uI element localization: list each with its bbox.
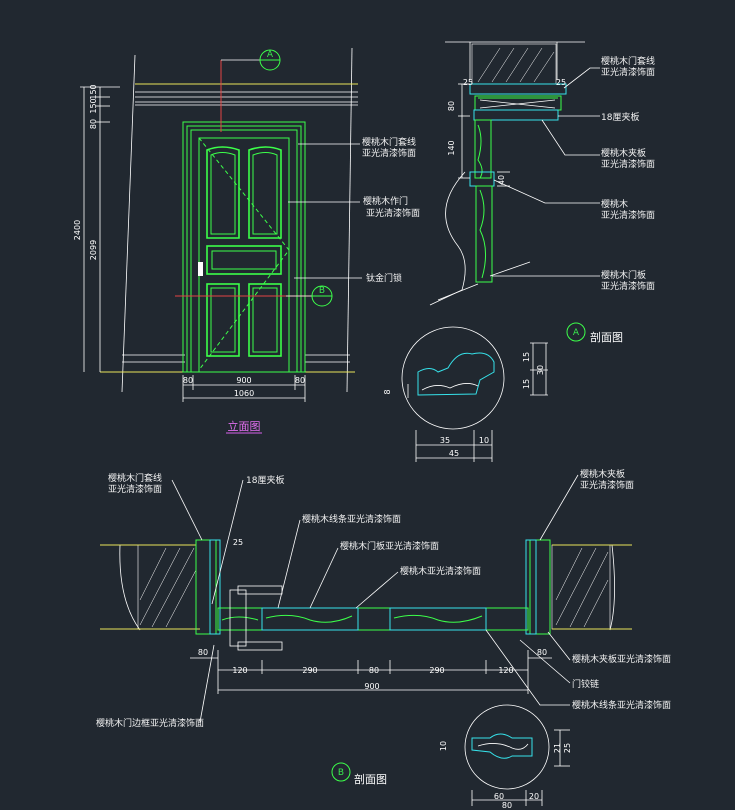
section-b-detail-dim-80: 80 (502, 801, 512, 810)
elevation-title: 立面图 (228, 419, 261, 433)
section-b-dim-120a: 120 (232, 666, 247, 675)
section-a-label-leaf-1: 樱桃木门板 (601, 269, 646, 281)
section-b-dim-290a: 290 (302, 666, 317, 675)
section-a-marker: A (573, 328, 580, 338)
dim-bottom-right: 80 (295, 376, 305, 385)
section-b-label-moulding: 樱桃木线条亚光清漆饰面 (302, 513, 401, 525)
section-b-label-veneer-2: 亚光清漆饰面 (580, 479, 634, 491)
elevation-label-frame-trim-2: 亚光清漆饰面 (362, 147, 416, 159)
elevation-label-door-1: 樱桃木作门 (363, 195, 408, 207)
section-b-dim-80-right: 80 (537, 648, 547, 657)
section-b-detail-dim-60: 60 (494, 792, 504, 801)
section-a-dim-80: 80 (447, 101, 456, 111)
elevation-label-lock: 钛金门锁 (366, 272, 402, 284)
section-b-label-veneer-right: 樱桃木夹板亚光清漆饰面 (572, 653, 671, 665)
section-b-label-hinge: 门铰链 (572, 678, 599, 690)
section-b-dim-80-left: 80 (198, 648, 208, 657)
section-b-label-plywood: 18厘夹板 (246, 474, 284, 486)
elevation-view: A B 樱桃木门套线 亚光清漆饰面 樱桃木作门 亚光清漆饰面 钛金门锁 2400… (73, 47, 420, 434)
section-b-dim-900: 900 (364, 682, 379, 691)
dim-height-door: 2099 (89, 240, 98, 260)
section-b-detail-dim-21: 21 (553, 743, 562, 753)
dim-bottom-mid: 900 (236, 376, 251, 385)
dim-top-a: 150 (89, 84, 98, 99)
section-b-view: 樱桃木门套线 亚光清漆饰面 18厘夹板 樱桃木线条亚光清漆饰面 樱桃木门板亚光清… (96, 468, 671, 810)
section-b-detail-dim-10: 10 (439, 741, 448, 751)
section-b-label-veneer-1: 樱桃木夹板 (580, 468, 625, 480)
section-a-detail-dim-8: 8 (383, 389, 392, 394)
dim-bottom-left: 80 (183, 376, 193, 385)
elevation-marker-b: B (319, 286, 325, 296)
dim-top-b: 150 (89, 98, 98, 113)
section-a-detail-dim-35: 35 (440, 436, 450, 445)
dim-height-total: 2400 (73, 220, 82, 240)
section-a-detail-dim-30: 30 (536, 365, 545, 375)
section-a-label-leaf-2: 亚光清漆饰面 (601, 280, 655, 292)
elevation-marker-a: A (267, 50, 274, 60)
section-b-dim-290b: 290 (429, 666, 444, 675)
section-b-label-moulding-right: 樱桃木线条亚光清漆饰面 (572, 699, 671, 711)
dim-bottom-total: 1060 (234, 389, 254, 398)
dim-top-c: 80 (89, 119, 98, 129)
elevation-label-door-2: 亚光清漆饰面 (366, 207, 420, 219)
section-b-title: 剖面图 (354, 772, 387, 786)
section-a-label-cherry-1: 樱桃木 (601, 198, 628, 210)
section-a-detail-dim-45: 45 (449, 449, 459, 458)
section-a-dim-left-25: 25 (463, 78, 473, 87)
section-a-dim-140: 140 (447, 140, 456, 155)
section-a-detail-dim-10: 10 (479, 436, 489, 445)
section-b-detail-dim-20: 20 (529, 792, 539, 801)
section-a-label-trim-1: 樱桃木门套线 (601, 55, 655, 67)
section-b-label-trim-2: 亚光清漆饰面 (108, 483, 162, 495)
section-b-detail-dim-25: 25 (563, 743, 572, 753)
section-a-dim-40: 40 (497, 175, 506, 185)
section-b-dim-25: 25 (233, 538, 243, 547)
section-a-label-trim-2: 亚光清漆饰面 (601, 66, 655, 78)
section-b-label-trim-1: 樱桃木门套线 (108, 472, 162, 484)
section-a-detail-dim-15b: 15 (522, 379, 531, 389)
section-a-label-veneer-1: 樱桃木夹板 (601, 147, 646, 159)
section-a-label-plywood: 18厘夹板 (601, 111, 639, 123)
section-b-label-panel: 樱桃木门板亚光清漆饰面 (340, 540, 439, 552)
section-b-label-edge: 樱桃木门边框亚光清漆饰面 (96, 717, 204, 729)
section-a-label-cherry-2: 亚光清漆饰面 (601, 209, 655, 221)
section-a-dim-right-25: 25 (556, 78, 566, 87)
section-a-view: 80 140 40 25 25 樱桃木门套线 亚光清漆饰面 18厘夹板 樱桃木夹… (383, 41, 655, 462)
section-a-label-veneer-2: 亚光清漆饰面 (601, 158, 655, 170)
elevation-label-frame-trim-1: 樱桃木门套线 (362, 136, 416, 148)
section-b-dim-80-mid: 80 (369, 666, 379, 675)
section-b-dim-120b: 120 (498, 666, 513, 675)
section-a-title: 剖面图 (590, 330, 623, 344)
section-b-label-cherry: 樱桃木亚光清漆饰面 (400, 565, 481, 577)
section-a-detail-dim-15a: 15 (522, 352, 531, 362)
section-b-marker: B (338, 768, 344, 778)
